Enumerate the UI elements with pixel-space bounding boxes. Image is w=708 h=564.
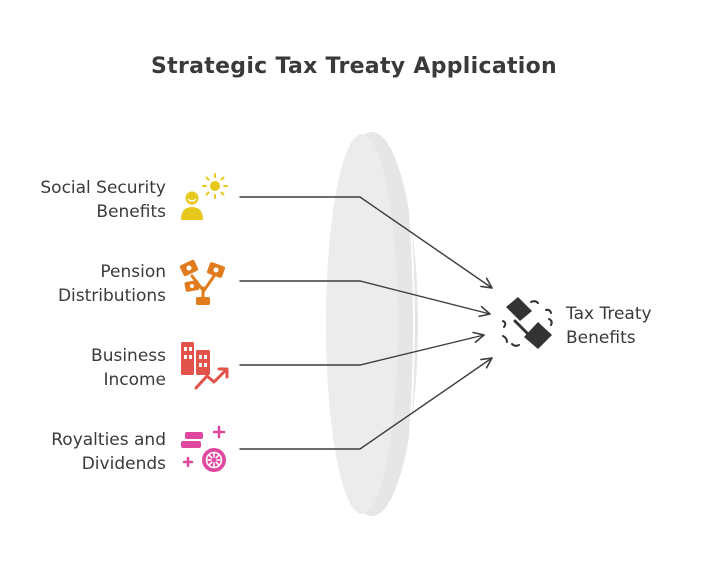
connector-royalties (239, 357, 493, 450)
label-pension: Pension Distributions (57, 262, 166, 306)
label-social-security: Social Security Benefits (40, 178, 166, 222)
diagram-title: Strategic Tax Treaty Application (151, 54, 557, 79)
person-sun-icon (181, 173, 228, 220)
label-royalties: Royalties and Dividends (51, 430, 166, 474)
lens-shape (326, 132, 418, 516)
handshake-icon (502, 297, 553, 349)
buildings-growth-icon (181, 342, 229, 390)
connector-lines (239, 196, 493, 450)
connector-social-security (239, 196, 493, 289)
label-tax-treaty-benefits: Tax Treaty Benefits (566, 304, 652, 348)
connector-pension (239, 280, 491, 318)
money-tree-icon (179, 259, 226, 305)
label-business: Business Income (91, 346, 166, 390)
coins-wheel-icon (181, 425, 226, 472)
connector-business (239, 331, 485, 366)
